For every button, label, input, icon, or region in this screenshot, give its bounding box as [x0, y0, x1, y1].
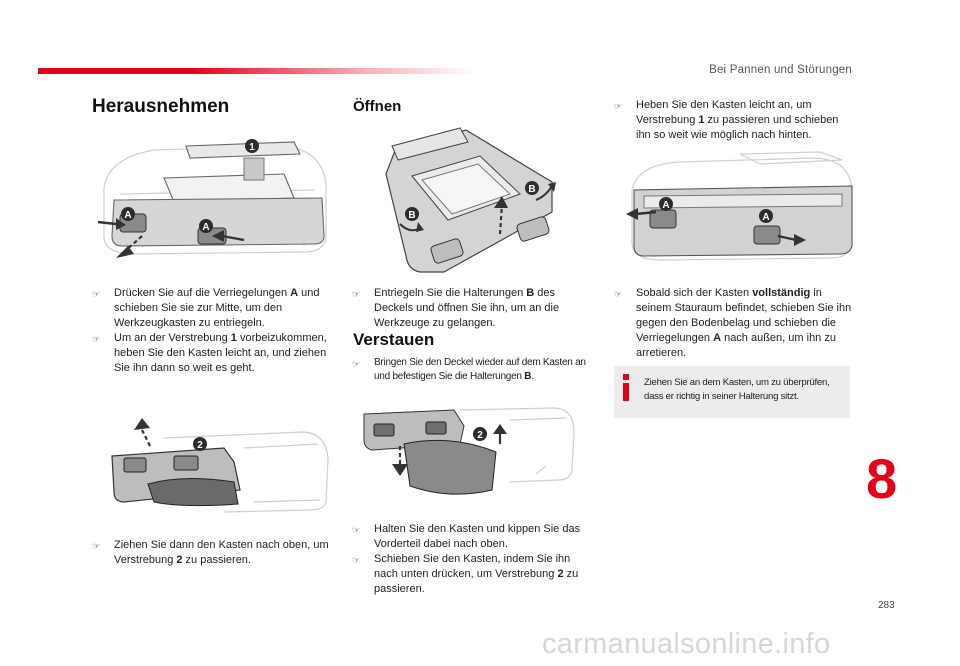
- section-title: Bei Pannen und Störungen: [709, 64, 852, 76]
- pointer-hand-icon: ☞: [614, 101, 623, 111]
- pointer-hand-icon: ☞: [92, 541, 101, 551]
- figure-remove-unlock: A A 1: [97, 139, 327, 258]
- step-item: ☞Bringen Sie den Deckel wieder auf dem K…: [352, 357, 586, 382]
- fig2-label-2: 2: [197, 440, 203, 451]
- steps-remove-1: ☞Drücken Sie auf die Verriegelungen A un…: [92, 286, 338, 376]
- steps-stow-1: ☞Bringen Sie den Deckel wieder auf dem K…: [352, 356, 592, 384]
- info-icon: [623, 374, 629, 401]
- steps-open: ☞Entriegeln Sie die Halterungen B des De…: [352, 286, 592, 331]
- pointer-hand-icon: ☞: [352, 359, 360, 369]
- step-item: ☞Um an der Verstrebung 1 vorbeizukommen,…: [92, 332, 327, 374]
- pointer-hand-icon: ☞: [92, 289, 101, 299]
- step-item: ☞Ziehen Sie dann den Kasten nach oben, u…: [92, 539, 329, 566]
- fig1-label-a2: A: [202, 222, 209, 233]
- fig3-label-b2: B: [528, 184, 535, 195]
- fig3-label-b1: B: [408, 210, 415, 221]
- steps-lock: ☞Sobald sich der Kasten vollständig in s…: [614, 286, 852, 361]
- step-item: ☞Sobald sich der Kasten vollständig in s…: [614, 287, 852, 359]
- pointer-hand-icon: ☞: [92, 334, 101, 344]
- fig5-label-a1: A: [662, 200, 669, 211]
- figure-stow-tilt: 2: [363, 407, 575, 495]
- steps-stow-2: ☞Halten Sie den Kasten und kippen Sie da…: [352, 522, 592, 597]
- figure-open-lid: B B: [385, 127, 556, 273]
- pointer-hand-icon: ☞: [352, 555, 361, 565]
- pointer-hand-icon: ☞: [352, 525, 361, 535]
- step-item: ☞Entriegeln Sie die Halterungen B des De…: [352, 287, 560, 329]
- step-item: ☞Halten Sie den Kasten und kippen Sie da…: [352, 523, 581, 550]
- fig4-label-2: 2: [477, 430, 483, 441]
- heading-herausnehmen: Herausnehmen: [92, 96, 230, 117]
- step-item: ☞Schieben Sie den Kasten, indem Sie ihn …: [352, 553, 579, 595]
- info-box: Ziehen Sie an dem Kasten, um zu überprüf…: [614, 366, 850, 418]
- pointer-hand-icon: ☞: [352, 289, 361, 299]
- fig1-label-1: 1: [249, 142, 255, 153]
- info-text: Ziehen Sie an dem Kasten, um zu überprüf…: [644, 377, 830, 402]
- figure-stow-lock: A A: [626, 151, 853, 261]
- chapter-number: 8: [866, 447, 898, 510]
- steps-remove-2: ☞Ziehen Sie dann den Kasten nach oben, u…: [92, 538, 338, 568]
- fig1-label-a1: A: [124, 210, 131, 221]
- figure-remove-lift: 2: [111, 418, 329, 513]
- step-item: ☞Drücken Sie auf die Verriegelungen A un…: [92, 287, 320, 329]
- heading-oeffnen: Öffnen: [353, 98, 402, 115]
- header-red-bar: [38, 68, 478, 74]
- watermark: carmanualsonline.info: [542, 628, 831, 660]
- pointer-hand-icon: ☞: [614, 289, 623, 299]
- steps-stow-3: ☞Heben Sie den Kasten leicht an, um Vers…: [614, 98, 852, 143]
- step-item: ☞Heben Sie den Kasten leicht an, um Vers…: [614, 99, 839, 141]
- fig5-label-a2: A: [762, 212, 769, 223]
- page-number: 283: [878, 600, 895, 611]
- heading-verstauen: Verstauen: [353, 330, 435, 349]
